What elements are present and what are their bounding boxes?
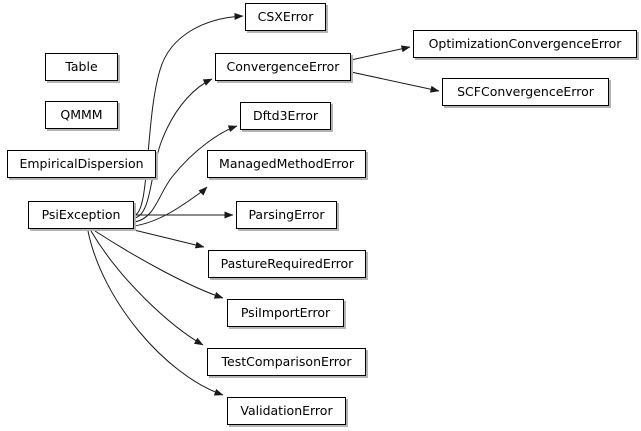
edge-convergence-scfconverror <box>350 71 440 93</box>
class-node-empdisp[interactable]: EmpiricalDispersion <box>7 150 156 178</box>
class-node-label: QMMM <box>60 106 103 122</box>
edge-psiexception-pasturerequired <box>133 229 205 249</box>
class-node-validationerror[interactable]: ValidationError <box>227 397 346 425</box>
edge-convergence-optconverror <box>350 45 411 61</box>
class-node-label: EmpiricalDispersion <box>19 155 144 171</box>
class-node-psiexception[interactable]: PsiException <box>28 201 134 229</box>
class-node-testcomparison[interactable]: TestComparisonError <box>207 348 366 376</box>
class-node-label: ManagedMethodError <box>219 155 354 171</box>
class-node-label: PsiException <box>41 206 121 222</box>
class-node-label: PastureRequiredError <box>220 255 354 271</box>
edge-psiexception-validationerror <box>87 230 224 396</box>
class-node-dftd3error[interactable]: Dftd3Error <box>240 102 331 130</box>
class-node-label: Table <box>65 58 98 74</box>
class-node-scfconverror[interactable]: SCFConvergenceError <box>442 78 609 106</box>
edge-psiexception-psiimporterror <box>94 230 224 299</box>
class-node-table[interactable]: Table <box>45 53 118 81</box>
class-node-csxerror[interactable]: CSXError <box>245 3 326 31</box>
class-node-managedmethod[interactable]: ManagedMethodError <box>207 150 366 178</box>
class-node-label: CSXError <box>257 8 314 24</box>
edge-psiexception-testcomparison <box>90 230 204 346</box>
class-node-psiimporterror[interactable]: PsiImportError <box>227 299 344 327</box>
class-node-optconverror[interactable]: OptimizationConvergenceError <box>413 30 637 58</box>
class-node-qmmm[interactable]: QMMM <box>45 101 118 129</box>
class-node-pasturerequired[interactable]: PastureRequiredError <box>208 250 366 278</box>
class-node-label: ParsingError <box>248 206 325 222</box>
class-node-label: ValidationError <box>240 402 333 418</box>
edge-psiexception-dftd3error <box>133 125 238 223</box>
class-node-label: Dftd3Error <box>252 107 319 123</box>
class-node-label: SCFConvergenceError <box>457 83 594 99</box>
class-node-label: PsiImportError <box>240 304 331 320</box>
edge-psiexception-csxerror <box>133 12 244 216</box>
class-node-label: OptimizationConvergenceError <box>428 35 622 51</box>
edge-psiexception-convergenceerror <box>133 78 213 219</box>
edge-psiexception-managedmethod <box>133 186 208 227</box>
class-node-parsingerror[interactable]: ParsingError <box>236 201 337 229</box>
class-node-convergenceerror[interactable]: ConvergenceError <box>215 53 351 81</box>
class-node-label: TestComparisonError <box>221 353 352 369</box>
class-node-label: ConvergenceError <box>226 58 340 74</box>
edges-group <box>87 12 440 396</box>
